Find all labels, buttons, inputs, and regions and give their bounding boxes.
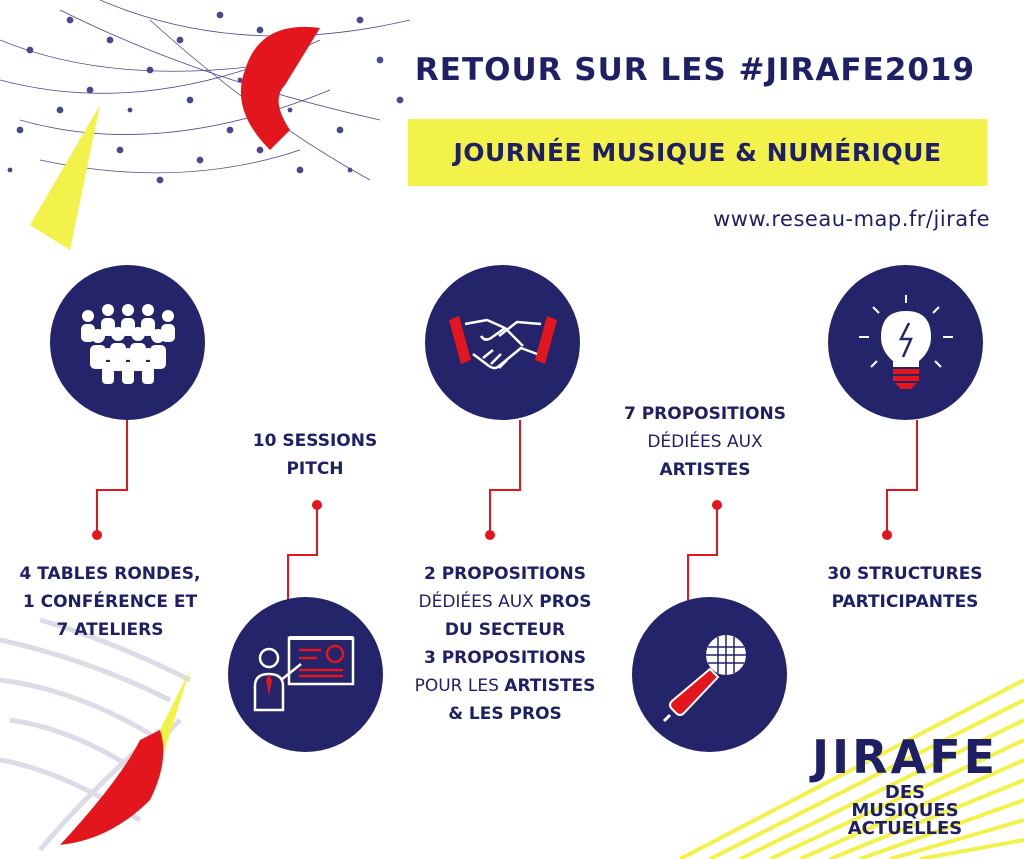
event-banner: JOURNÉE MUSIQUE & NUMÉRIQUE: [408, 119, 987, 186]
presentation-circle: [228, 597, 383, 752]
banner-text: JOURNÉE MUSIQUE & NUMÉRIQUE: [453, 138, 942, 167]
handshake-icon: [448, 315, 557, 369]
lightbulb-circle: [828, 265, 983, 420]
tables-stat: 4 TABLES RONDES, 1 CONFÉRENCE ET 7 ATELI…: [19, 564, 201, 640]
artistes-stat: 7 PROPOSITIONS DÉDIÉES AUX ARTISTES: [623, 404, 787, 480]
pitch-stat: 10 SESSIONS PITCH: [252, 431, 378, 479]
people-group-icon: [80, 303, 175, 384]
handshake-circle: [425, 265, 580, 420]
presentation-icon: [253, 635, 354, 711]
lightbulb-icon: [858, 294, 953, 389]
people-group-circle: [50, 265, 205, 420]
microphone-icon: [662, 634, 746, 722]
microphone-circle: [632, 597, 787, 752]
logo-wordmark: JIRAFE: [811, 730, 999, 784]
pros-stat: 2 PROPOSITIONS DÉDIÉES AUX PROS DU SECTE…: [414, 564, 596, 724]
website-link[interactable]: www.reseau-map.fr/jirafe: [713, 207, 990, 231]
page-title: RETOUR SUR LES #JIRAFE2019: [414, 52, 976, 88]
structures-stat: 30 STRUCTURES PARTICIPANTES: [827, 564, 983, 612]
jirafe-logo: JIRAFE DES MUSIQUES ACTUELLES: [811, 730, 999, 839]
